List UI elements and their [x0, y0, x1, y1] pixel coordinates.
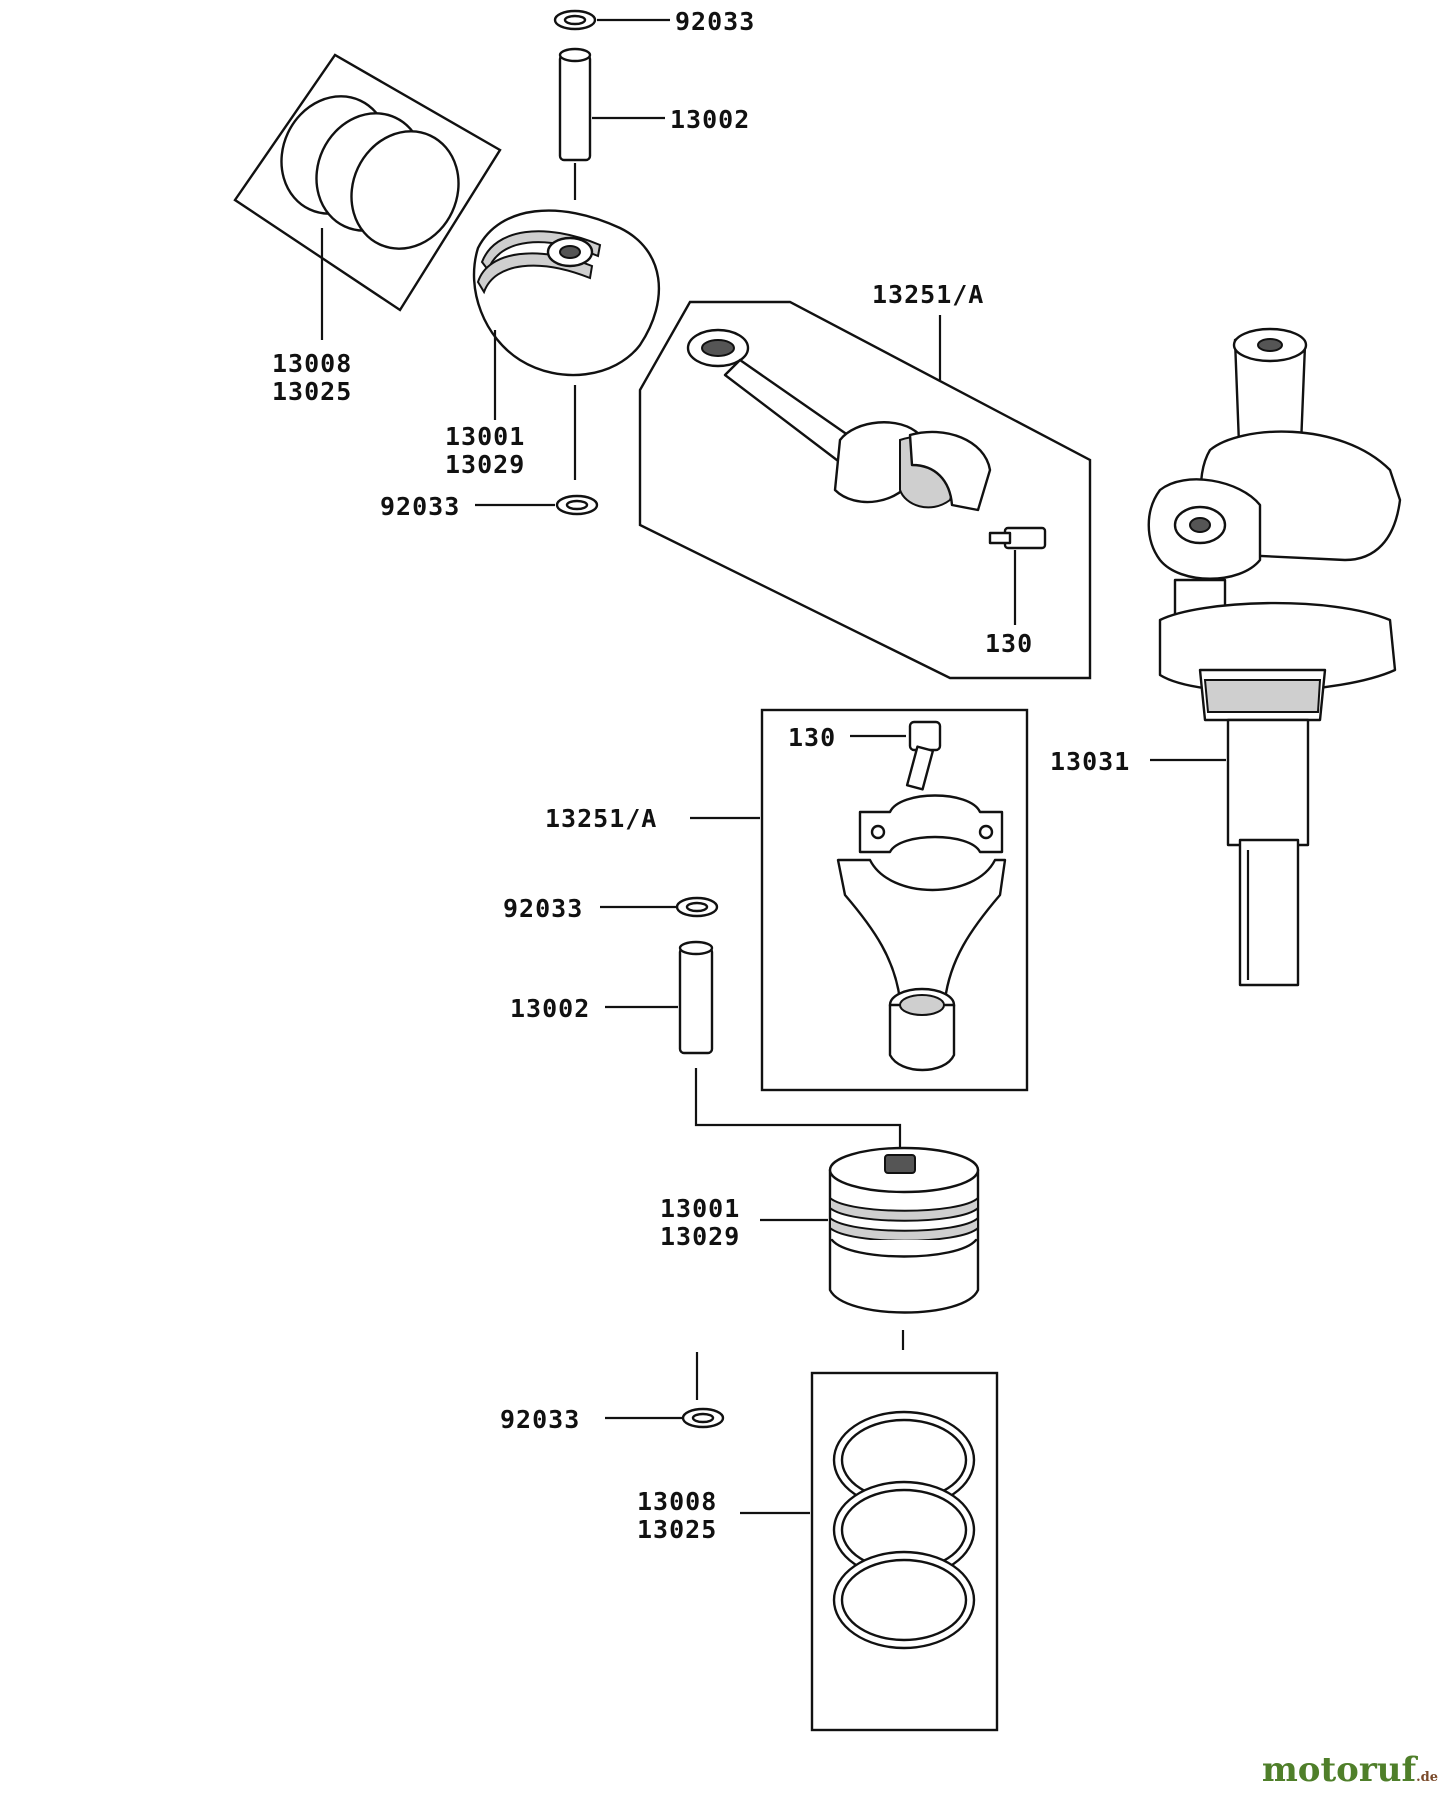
- label-92033-top-2: 92033: [380, 492, 460, 521]
- label-13029-top: 13029: [445, 450, 525, 479]
- label-92033-top: 92033: [675, 7, 755, 36]
- crankshaft: [1147, 327, 1402, 987]
- label-13251a-top: 13251/A: [872, 280, 984, 309]
- label-13001-low: 13001: [660, 1194, 740, 1223]
- piston-top: [472, 209, 660, 480]
- label-13251a-mid: 13251/A: [545, 804, 657, 833]
- watermark-brand: motoruf: [1261, 1750, 1417, 1790]
- label-13025-low: 13025: [637, 1515, 717, 1544]
- label-13025-top: 13025: [272, 377, 352, 406]
- piston-pin-mid: [605, 940, 902, 1150]
- piston-pin-top: [558, 47, 665, 200]
- label-130-mid: 130: [788, 723, 836, 752]
- connecting-rod-mid: [690, 708, 1029, 1092]
- label-13031: 13031: [1050, 747, 1130, 776]
- circlip-top: [553, 9, 670, 31]
- label-130-top: 130: [985, 629, 1033, 658]
- circlip-mid: [600, 896, 719, 918]
- circlip-top-2: [475, 494, 599, 516]
- label-13029-low: 13029: [660, 1222, 740, 1251]
- watermark-suffix: .de: [1416, 1770, 1438, 1785]
- piston-rings-top: [233, 53, 502, 340]
- label-92033-low: 92033: [500, 1405, 580, 1434]
- connecting-rod-top: [638, 300, 1092, 680]
- label-13008-top: 13008: [272, 349, 352, 378]
- piston-rings-low: [740, 1371, 999, 1732]
- label-13008-low: 13008: [637, 1487, 717, 1516]
- label-92033-mid: 92033: [503, 894, 583, 923]
- piston-low: [760, 1146, 980, 1350]
- label-13002-top: 13002: [670, 105, 750, 134]
- circlip-low: [605, 1352, 725, 1429]
- label-13001-top: 13001: [445, 422, 525, 451]
- watermark-logo: motoruf.de: [1262, 1750, 1438, 1790]
- label-13002-mid: 13002: [510, 994, 590, 1023]
